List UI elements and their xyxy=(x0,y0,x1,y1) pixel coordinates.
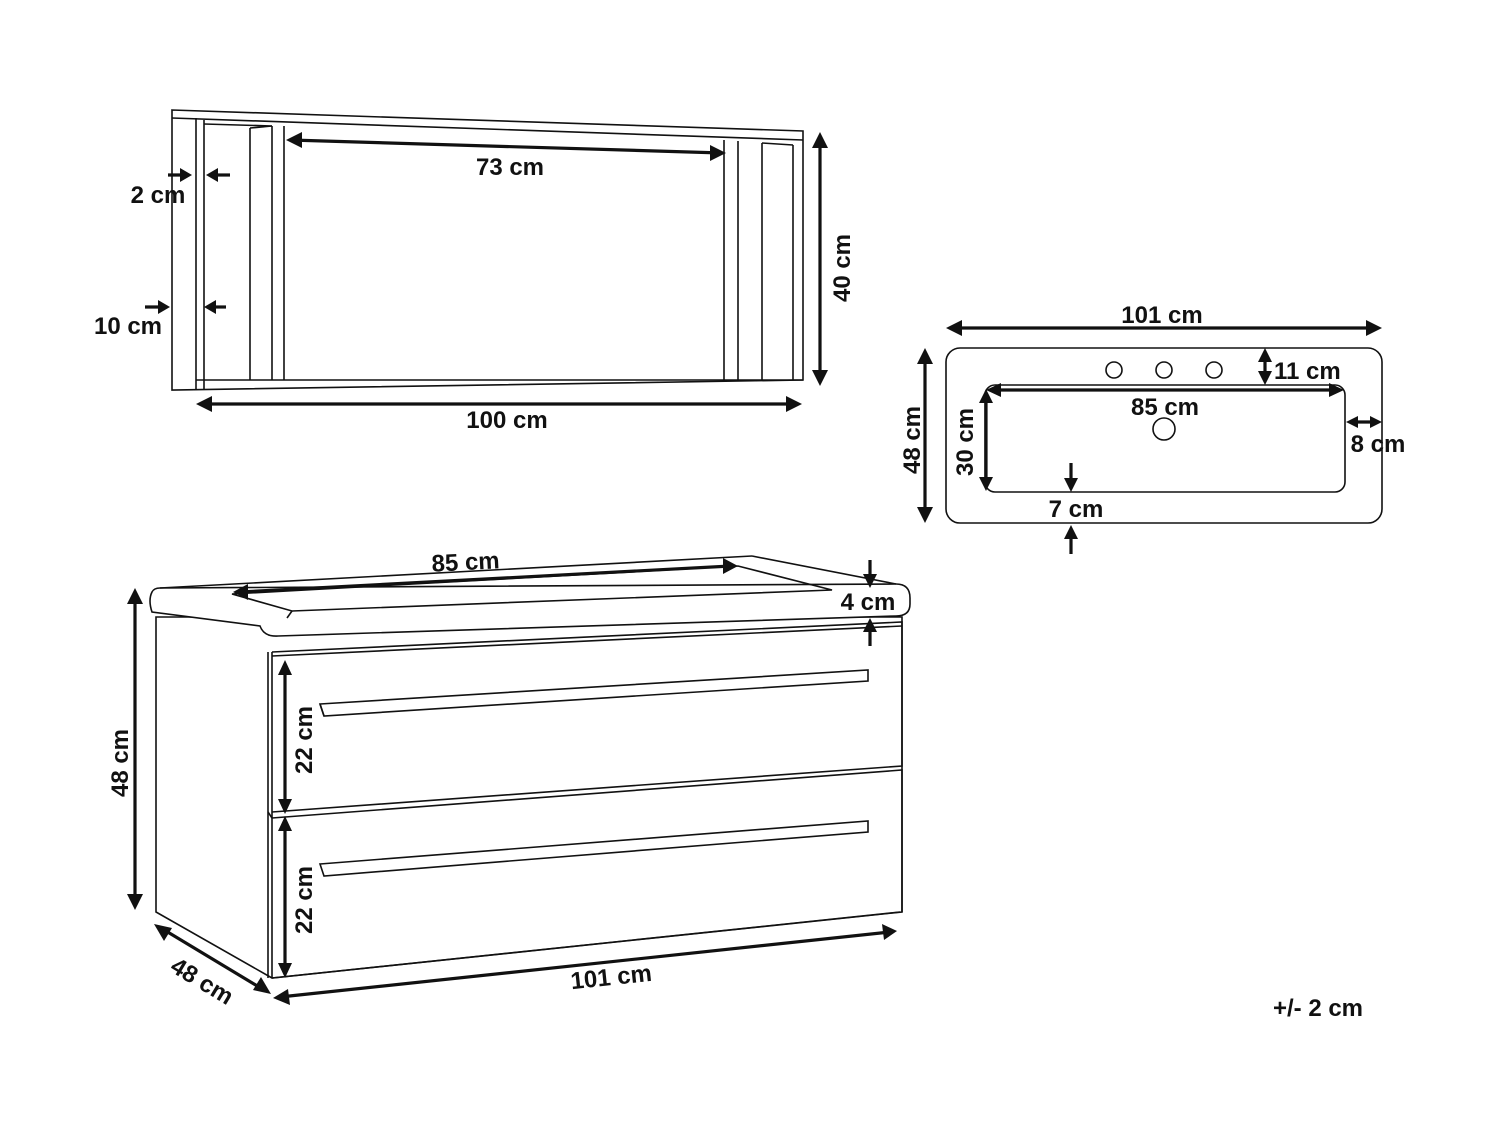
cabinet-basin-width-label: 85 cm xyxy=(431,547,500,578)
top-thickness-label: 4 cm xyxy=(841,589,896,616)
basin-width-arrow xyxy=(239,564,732,594)
drawer-bottom-height-label: 22 cm xyxy=(291,866,318,934)
drawer-top xyxy=(271,621,903,813)
top-width-label: 101 cm xyxy=(1121,302,1202,329)
shelf-inner-width-label: 73 cm xyxy=(476,154,544,181)
countertop xyxy=(149,583,911,637)
shelf-side-depth-label: 10 cm xyxy=(94,313,162,340)
tap-hole-left xyxy=(1105,361,1123,379)
cabinet-height-label: 48 cm xyxy=(107,729,134,797)
front-margin-label: 7 cm xyxy=(1049,496,1104,523)
tap-hole-right xyxy=(1205,361,1223,379)
vanity-cabinet xyxy=(149,555,911,979)
drawer-top-height-label: 22 cm xyxy=(291,706,318,774)
cabinet-depth-arrow xyxy=(160,926,265,992)
cabinet-width-arrow xyxy=(279,930,891,999)
shelf-back-offset-label: 2 cm xyxy=(131,182,186,209)
shelf-dimensions: 73 cm 2 cm 10 cm 40 cm 100 cm xyxy=(94,132,856,434)
bowl-width-label: 85 cm xyxy=(1131,394,1199,421)
drawer-top-handle xyxy=(318,669,869,717)
wall-shelf xyxy=(171,109,804,391)
basin-top-dimensions: 101 cm 48 cm 11 cm 85 cm 30 cm 8 cm 7 cm xyxy=(899,302,1405,554)
bowl-depth-label: 30 cm xyxy=(952,408,979,476)
tap-offset-label: 11 cm xyxy=(1274,358,1341,385)
cabinet-depth-label: 48 cm xyxy=(166,952,238,1010)
shelf-height-label: 40 cm xyxy=(829,234,856,302)
tap-hole-center xyxy=(1155,361,1173,379)
top-depth-label: 48 cm xyxy=(899,406,926,474)
tolerance-note: +/- 2 cm xyxy=(1273,995,1363,1022)
inner-width-arrow xyxy=(289,138,723,155)
drain-hole xyxy=(1152,417,1176,441)
drawer-bottom-handle xyxy=(318,820,869,877)
side-margin-label: 8 cm xyxy=(1351,431,1406,458)
drawer-bottom xyxy=(271,769,903,912)
shelf-width-label: 100 cm xyxy=(466,407,547,434)
